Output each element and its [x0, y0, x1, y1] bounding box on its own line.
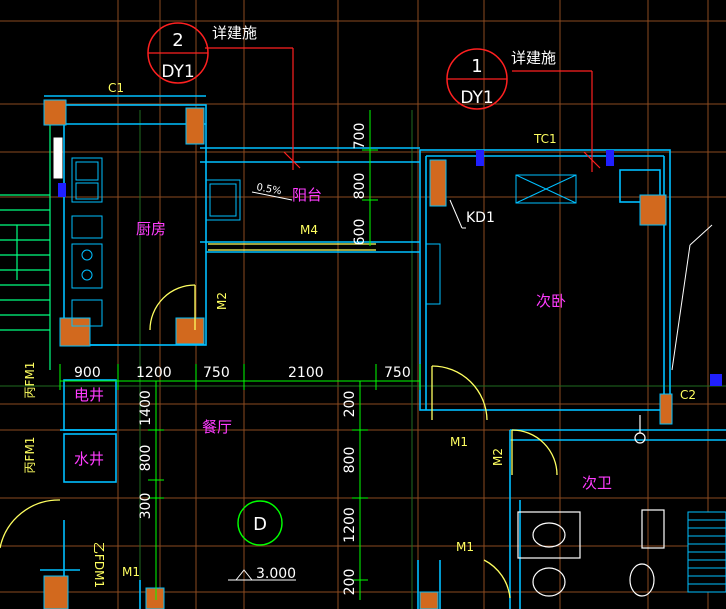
door-tag-fdm1: 乙FDM1 [92, 542, 106, 588]
dim-vt-600: 600 [352, 219, 368, 246]
level-mark: 3.000 [228, 566, 296, 582]
kitchen-fixtures [71, 157, 577, 327]
blue-markers [58, 150, 722, 386]
equipment-tag-kd1: KD1 [449, 199, 495, 229]
room-balcony: 阳台 [292, 186, 322, 204]
dimension-texts: 900 1200 750 2100 750 1400 800 300 200 8… [74, 123, 411, 596]
callout-detail-1[interactable]: 1 DY1 详建施 [446, 48, 556, 110]
room-water-shaft: 水井 [74, 450, 104, 468]
room-dining: 餐厅 [202, 418, 232, 436]
dim-h-2100: 2100 [288, 365, 324, 381]
dim-vr-1200: 1200 [342, 507, 358, 543]
callout-detail-2[interactable]: 2 DY1 详建施 [147, 22, 257, 84]
door-tag-fm1-a: 丙FM1 [23, 362, 37, 399]
dim-vr-800: 800 [342, 447, 358, 474]
callout-2-sheet: DY1 [161, 62, 194, 82]
callout-leaders [205, 47, 601, 172]
callout-1-note: 详建施 [511, 49, 556, 67]
dim-vl-800: 800 [138, 445, 154, 472]
door-tag-fm1-b: 丙FM1 [23, 437, 37, 474]
kd1-label: KD1 [466, 210, 495, 226]
dimension-lines [59, 110, 421, 600]
level-value: 3.000 [256, 566, 296, 582]
callout-2-number: 2 [172, 30, 183, 51]
slope-note: 0.5% [251, 182, 293, 201]
room-second-bedroom: 次卧 [536, 292, 566, 310]
bathroom-fixtures [517, 415, 665, 597]
dim-vl-1400: 1400 [138, 390, 154, 426]
door-tags: M4 M2 M1 M2 M1 M1 乙FDM1 丙FM1 丙FM1 [23, 223, 505, 588]
dim-h-750a: 750 [203, 365, 230, 381]
door-tag-m1-mid: M1 [450, 435, 468, 449]
guide-lines [0, 110, 726, 609]
dim-vl-300: 300 [138, 493, 154, 520]
window-tag-tc1: TC1 [533, 132, 557, 146]
dim-vt-800: 800 [352, 173, 368, 200]
right-edge-lines [671, 224, 713, 371]
dim-vt-700: 700 [352, 123, 368, 150]
room-labels: 厨房 阳台 次卧 电井 水井 餐厅 次卫 [74, 186, 612, 492]
columns [43, 99, 673, 609]
axis-bubble-d: D [237, 500, 283, 546]
callout-2-note: 详建施 [212, 24, 257, 42]
door-tag-m1-low: M1 [456, 540, 474, 554]
dim-h-1200: 1200 [136, 365, 172, 381]
door-tag-m2-top: M2 [215, 292, 229, 310]
window-tag-c2: C2 [680, 388, 696, 402]
walls [40, 95, 726, 609]
window-tags: C1 TC1 C2 [108, 81, 696, 402]
callout-1-sheet: DY1 [460, 88, 493, 108]
window-tag-c1: C1 [108, 81, 124, 95]
dim-vr-200: 200 [342, 391, 358, 418]
room-electric-shaft: 电井 [74, 386, 104, 404]
dim-h-750b: 750 [384, 365, 411, 381]
callout-1-number: 1 [471, 56, 482, 77]
door-tag-m4: M4 [300, 223, 318, 237]
slope-value: 0.5% [255, 182, 282, 197]
room-kitchen: 厨房 [136, 220, 166, 238]
door-tag-m1-bottom: M1 [122, 565, 140, 579]
dim-vr-200b: 200 [342, 569, 358, 596]
right-grille [687, 511, 726, 593]
stair [0, 110, 51, 370]
axis-label: D [253, 514, 267, 535]
room-second-bath: 次卫 [582, 474, 612, 492]
dim-h-900: 900 [74, 365, 101, 381]
door-tag-m2-mid: M2 [491, 448, 505, 466]
door-swings [0, 243, 558, 599]
